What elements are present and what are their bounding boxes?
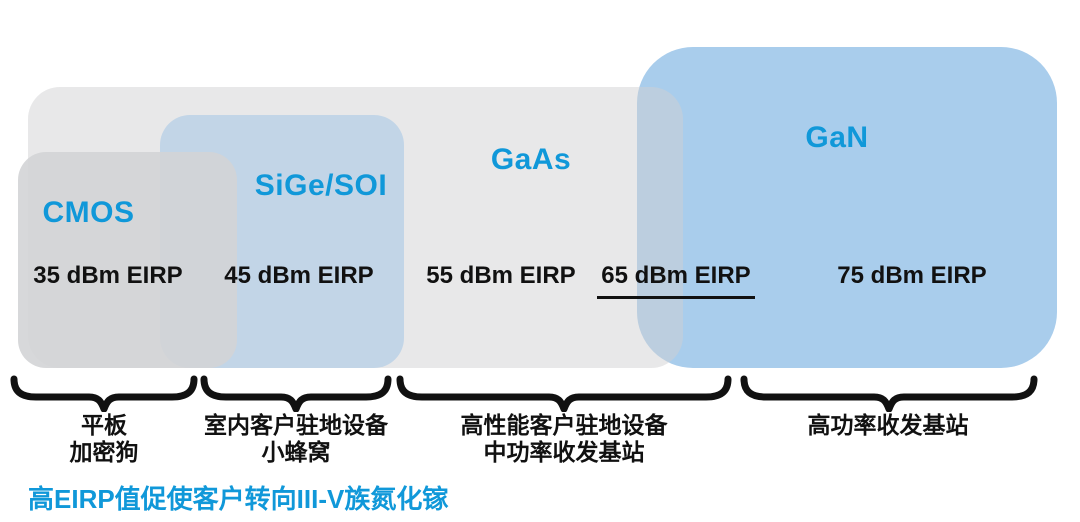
eirp-55-label: 55 dBm EIRP [426,262,576,289]
brace-tablet-dongle [10,375,198,412]
cmos-box [18,152,237,368]
eirp-45-label: 45 dBm EIRP [224,262,374,289]
group-label-line: 加密狗 [69,439,139,465]
sige-soi-title: SiGe/SOI [254,169,388,202]
brace-indoor-cpe [200,375,392,412]
brace-high-power-bts [740,375,1038,412]
cmos-title: CMOS [42,196,135,229]
eirp-65-label: 65 dBm EIRP [597,262,755,299]
group-label-tablet-dongle: 平板 加密狗 [4,412,204,466]
group-label-indoor-cpe: 室内客户驻地设备 小蜂窝 [196,412,396,466]
group-label-line: 高功率收发基站 [807,412,969,438]
gan-box [637,47,1057,368]
footnote-text: 高EIRP值促使客户转向III-V族氮化镓 [28,484,449,514]
eirp-35-label: 35 dBm EIRP [33,262,183,289]
group-label-line: 中功率收发基站 [483,439,645,465]
gaas-title: GaAs [490,143,572,176]
group-label-line: 小蜂窝 [261,439,331,465]
eirp-75-label: 75 dBm EIRP [837,262,987,289]
group-label-high-perf-cpe: 高性能客户驻地设备 中功率收发基站 [424,412,704,466]
eirp-65-label-wrap: 65 dBm EIRP [591,262,761,299]
group-label-line: 室内客户驻地设备 [204,412,388,438]
gan-title: GaN [805,121,869,154]
group-label-line: 高性能客户驻地设备 [460,412,668,438]
brace-high-perf-cpe [396,375,732,412]
group-label-high-power-bts: 高功率收发基站 [748,412,1028,439]
group-label-line: 平板 [81,412,127,438]
